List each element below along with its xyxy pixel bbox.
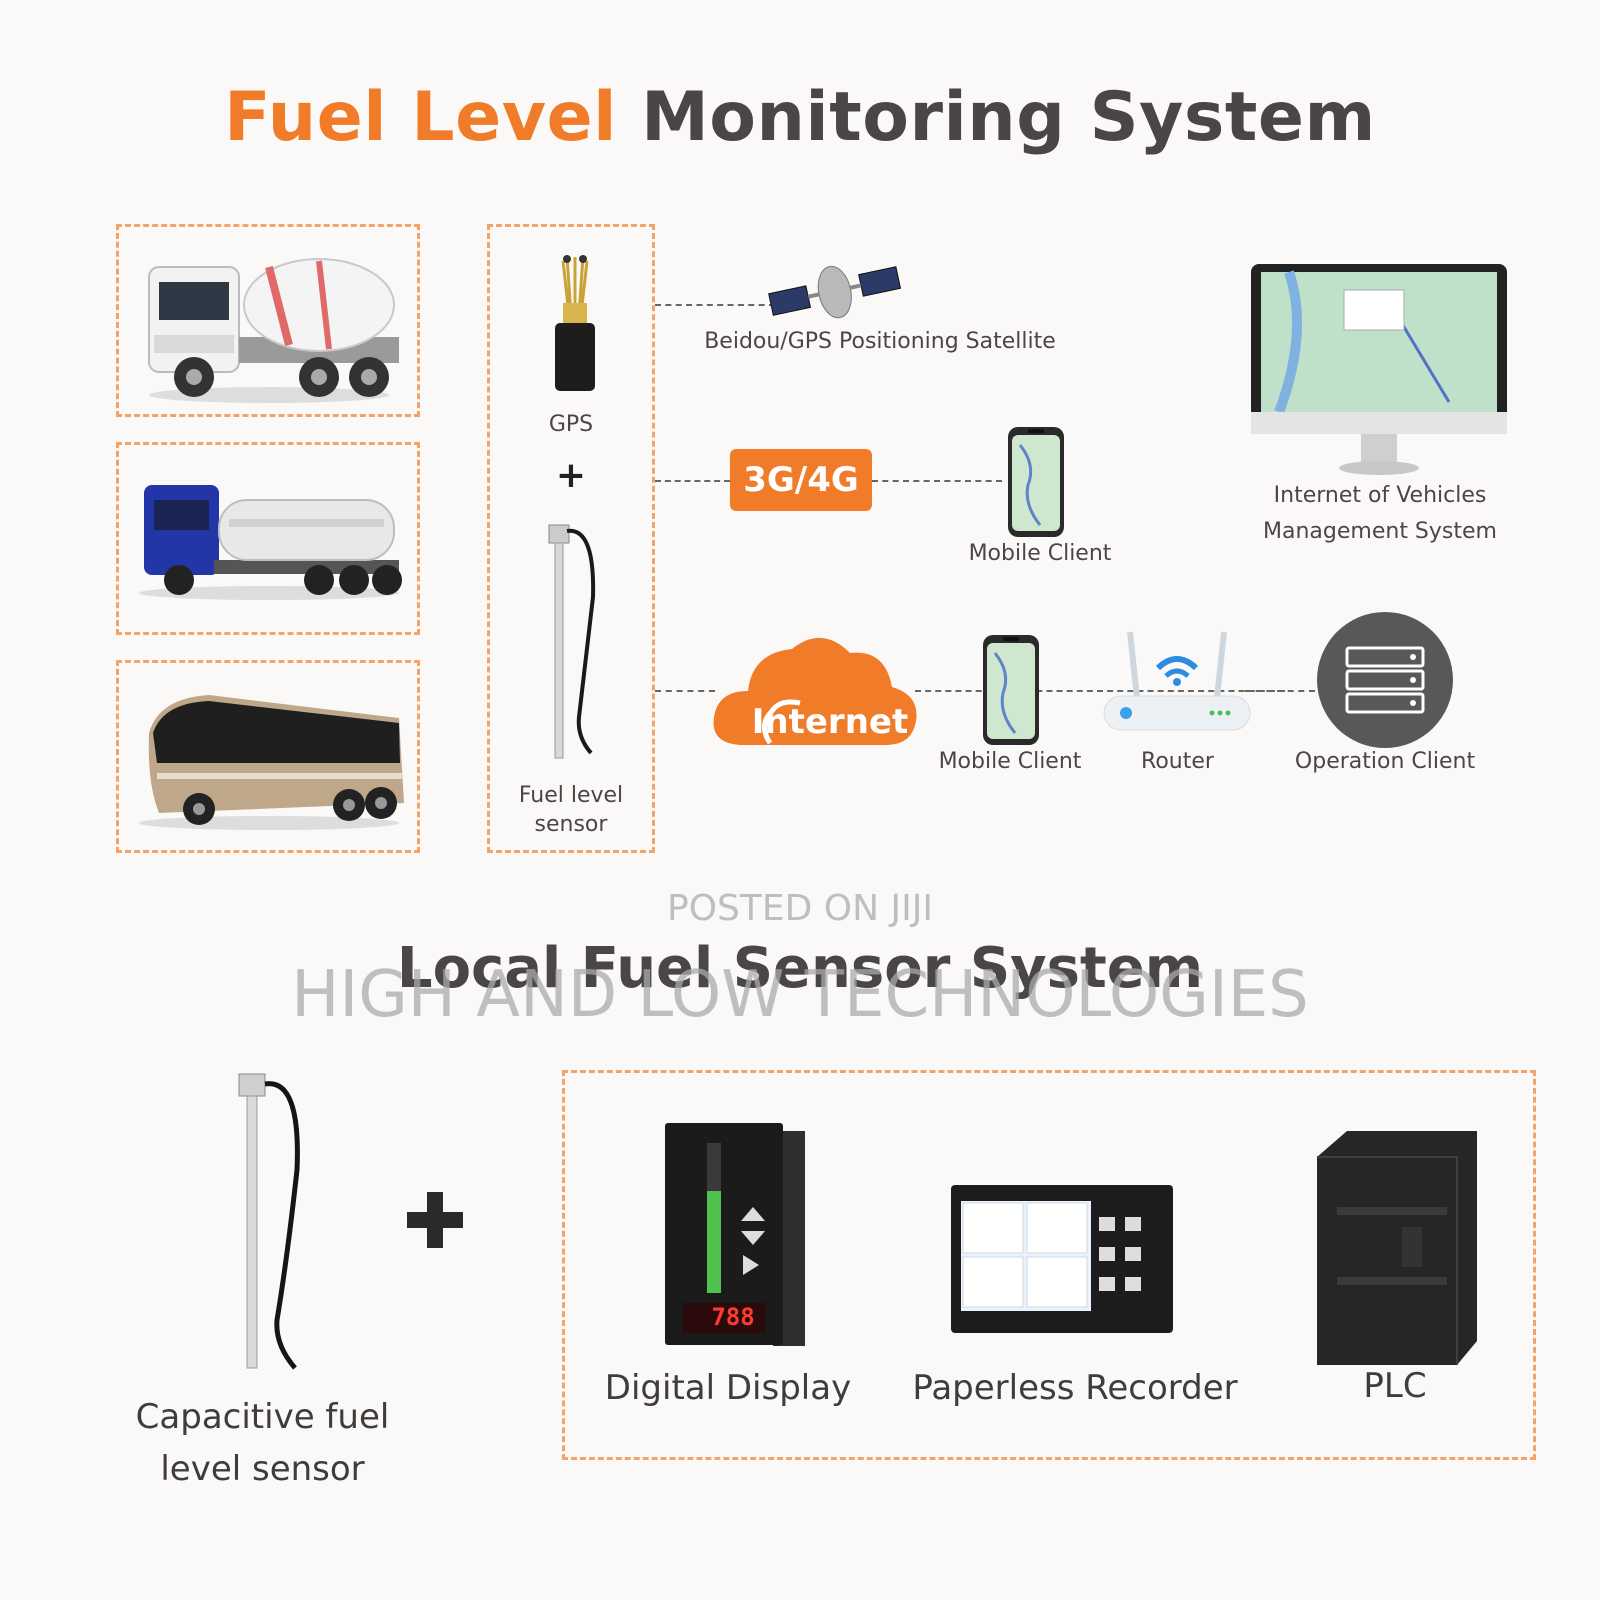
plus-icon	[407, 1192, 463, 1248]
fuel-sensor-icon	[548, 524, 596, 759]
digital-display-label: Digital Display	[604, 1368, 852, 1408]
plc-icon	[1317, 1131, 1477, 1365]
internet-connector-mid	[915, 690, 1285, 692]
internet-connector-right	[1245, 690, 1315, 692]
network-connector-left	[655, 480, 730, 482]
network-badge: 3G/4G	[730, 449, 872, 511]
vehicle-box-bus	[116, 660, 420, 853]
fuel-sensor-label-line2: sensor	[534, 812, 608, 837]
mobile-client-label: Mobile Client	[968, 541, 1112, 566]
network-connector-right	[872, 480, 1002, 482]
mobile-phone-icon	[1008, 427, 1064, 537]
vehicle-box-tanker	[116, 442, 420, 635]
operation-client-label: Operation Client	[1294, 749, 1476, 774]
internet-connector-left	[655, 690, 715, 692]
paperless-recorder-label: Paperless Recorder	[912, 1368, 1238, 1408]
device-box: GPS + Fuel level sensor	[487, 224, 655, 853]
satellite-label: Beidou/GPS Positioning Satellite	[704, 329, 1056, 354]
mobile-phone-2-icon	[983, 635, 1039, 745]
gps-tracker-icon	[555, 255, 595, 391]
paperless-recorder-icon	[951, 1185, 1173, 1333]
capacitive-sensor-label-line1: Capacitive fuel	[135, 1397, 390, 1437]
ivms-label-line1: Internet of Vehicles	[1273, 483, 1487, 508]
mixer-truck-icon	[148, 258, 399, 403]
cloud-icon	[713, 637, 917, 745]
router-icon	[1103, 631, 1251, 731]
plc-label: PLC	[1363, 1366, 1427, 1406]
server-icon	[1317, 612, 1453, 748]
bus-icon	[139, 695, 404, 830]
watermark-line1: POSTED ON JIJI	[667, 888, 933, 929]
capacitive-sensor-icon	[238, 1073, 300, 1370]
digital-display-icon	[665, 1123, 805, 1346]
tanker-truck-icon	[139, 485, 402, 600]
plus-sign: +	[555, 455, 587, 496]
gps-label: GPS	[548, 412, 594, 437]
fuel-sensor-label-line1: Fuel level	[518, 783, 624, 808]
display-readout: 788	[711, 1303, 755, 1331]
mobile-client-2-label: Mobile Client	[938, 749, 1082, 774]
capacitive-sensor-label-line2: level sensor	[160, 1449, 365, 1489]
local-title: Local Fuel Sensor System	[396, 936, 1204, 1001]
internet-label: Internet	[751, 702, 909, 742]
satellite-connector	[655, 304, 775, 306]
ivms-label-line2: Management System	[1263, 519, 1497, 544]
output-devices-box: 788 Digital Display Paperless Recorder P…	[562, 1070, 1536, 1460]
satellite-icon	[768, 265, 902, 319]
watermark-line2: HIGH AND LOW TECHNOLOGIES	[291, 958, 1309, 1032]
title-rest: Monitoring System	[641, 78, 1376, 157]
monitor-icon	[1251, 264, 1507, 475]
vehicle-box-mixer	[116, 224, 420, 417]
page-title: Fuel Level Monitoring System	[0, 78, 1600, 157]
router-label: Router	[1141, 749, 1214, 774]
title-accent: Fuel Level	[224, 78, 617, 157]
